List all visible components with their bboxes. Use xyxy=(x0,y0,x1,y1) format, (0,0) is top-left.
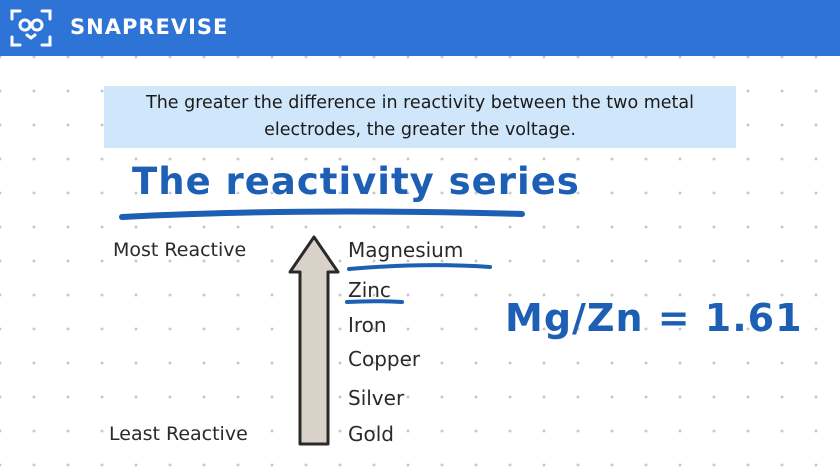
least-reactive-label: Least Reactive xyxy=(109,423,248,445)
metal-silver: Silver xyxy=(348,386,405,410)
metal-iron: Iron xyxy=(348,313,387,337)
section-title: The reactivity series xyxy=(132,160,580,203)
metal-magnesium: Magnesium xyxy=(348,238,464,262)
title-underline xyxy=(119,208,525,220)
reactivity-arrow-icon xyxy=(288,235,340,446)
key-point-callout: The greater the difference in reactivity… xyxy=(104,86,736,148)
metal-copper: Copper xyxy=(348,347,421,371)
metal-zinc: Zinc xyxy=(348,278,391,302)
metal-gold: Gold xyxy=(348,422,394,446)
most-reactive-label: Most Reactive xyxy=(113,239,247,261)
header-bar: SNAPREVISE xyxy=(0,0,840,56)
snaprevise-logo-icon xyxy=(10,9,52,47)
brand-name: SNAPREVISE xyxy=(70,15,229,39)
magnesium-underline xyxy=(347,263,492,271)
callout-text: The greater the difference in reactivity… xyxy=(146,93,694,140)
zinc-underline xyxy=(345,299,404,304)
voltage-equation: Mg/Zn = 1.61 xyxy=(505,296,803,340)
